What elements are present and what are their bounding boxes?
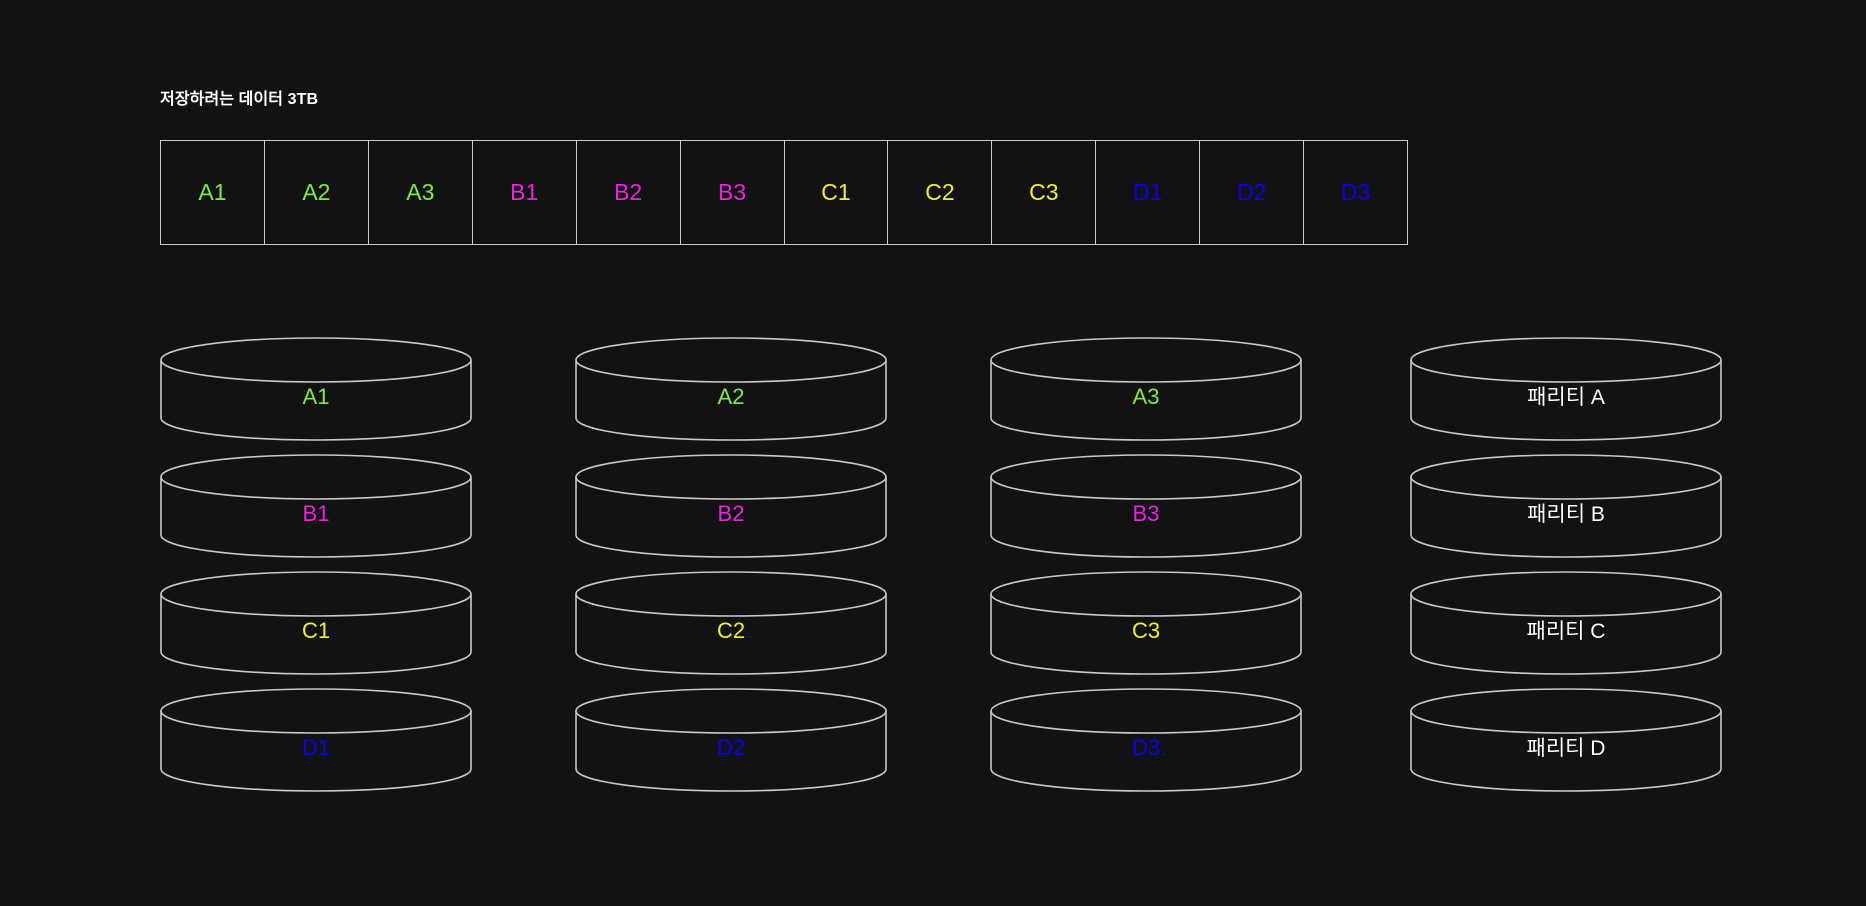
cylinder-shape — [990, 688, 1302, 792]
cylinder-shape — [160, 571, 472, 675]
disk-cylinder: C3 — [990, 571, 1302, 675]
disk-cylinder: A1 — [160, 337, 472, 441]
stripe-cell: D3 — [1340, 179, 1371, 205]
disk-cylinder: A2 — [575, 337, 887, 441]
cylinder-shape — [575, 688, 887, 792]
stripe-cell: D1 — [1096, 141, 1201, 244]
cylinder-shape — [575, 337, 887, 441]
disk-cylinder: D1 — [160, 688, 472, 792]
stripe-cell: A1 — [161, 141, 265, 244]
cylinder-shape — [575, 454, 887, 558]
disk-cylinder: B3 — [990, 454, 1302, 558]
disk-cylinder: C1 — [160, 571, 472, 675]
stripe-cell: B1 — [473, 141, 577, 244]
disk-cylinder: 패리티 C — [1410, 571, 1722, 675]
disk-cylinder: 패리티 B — [1410, 454, 1722, 558]
disk-cylinder: 패리티 D — [1410, 688, 1722, 792]
disk-cylinder: B2 — [575, 454, 887, 558]
cylinder-shape — [1410, 571, 1722, 675]
page-title: 저장하려는 데이터 3TB — [160, 91, 319, 108]
stripe-cell: B2 — [577, 141, 681, 244]
disk-cylinder: C2 — [575, 571, 887, 675]
stripe-cell: A3 — [369, 141, 473, 244]
cylinder-shape — [575, 571, 887, 675]
disk-cylinder: B1 — [160, 454, 472, 558]
stripe-cell: C3 — [992, 141, 1097, 244]
cylinder-shape — [1410, 454, 1722, 558]
disk-cylinder: 패리티 A — [1410, 337, 1722, 441]
cylinder-shape — [1410, 337, 1722, 441]
stripe-cell: C1 — [785, 141, 889, 244]
stripe-cell: D2 — [1200, 141, 1305, 244]
stripe-cell: A2 — [265, 141, 369, 244]
disk-cylinder: D2 — [575, 688, 887, 792]
stripe-cell: B3 — [681, 141, 785, 244]
cylinder-shape — [1410, 688, 1722, 792]
cylinder-shape — [990, 454, 1302, 558]
cylinder-shape — [160, 337, 472, 441]
cylinder-shape — [160, 688, 472, 792]
cylinder-shape — [990, 337, 1302, 441]
disk-cylinder: D3 — [990, 688, 1302, 792]
cylinder-shape — [990, 571, 1302, 675]
stripe-cell: C2 — [888, 141, 993, 244]
disk-cylinder: A3 — [990, 337, 1302, 441]
cylinder-shape — [160, 454, 472, 558]
